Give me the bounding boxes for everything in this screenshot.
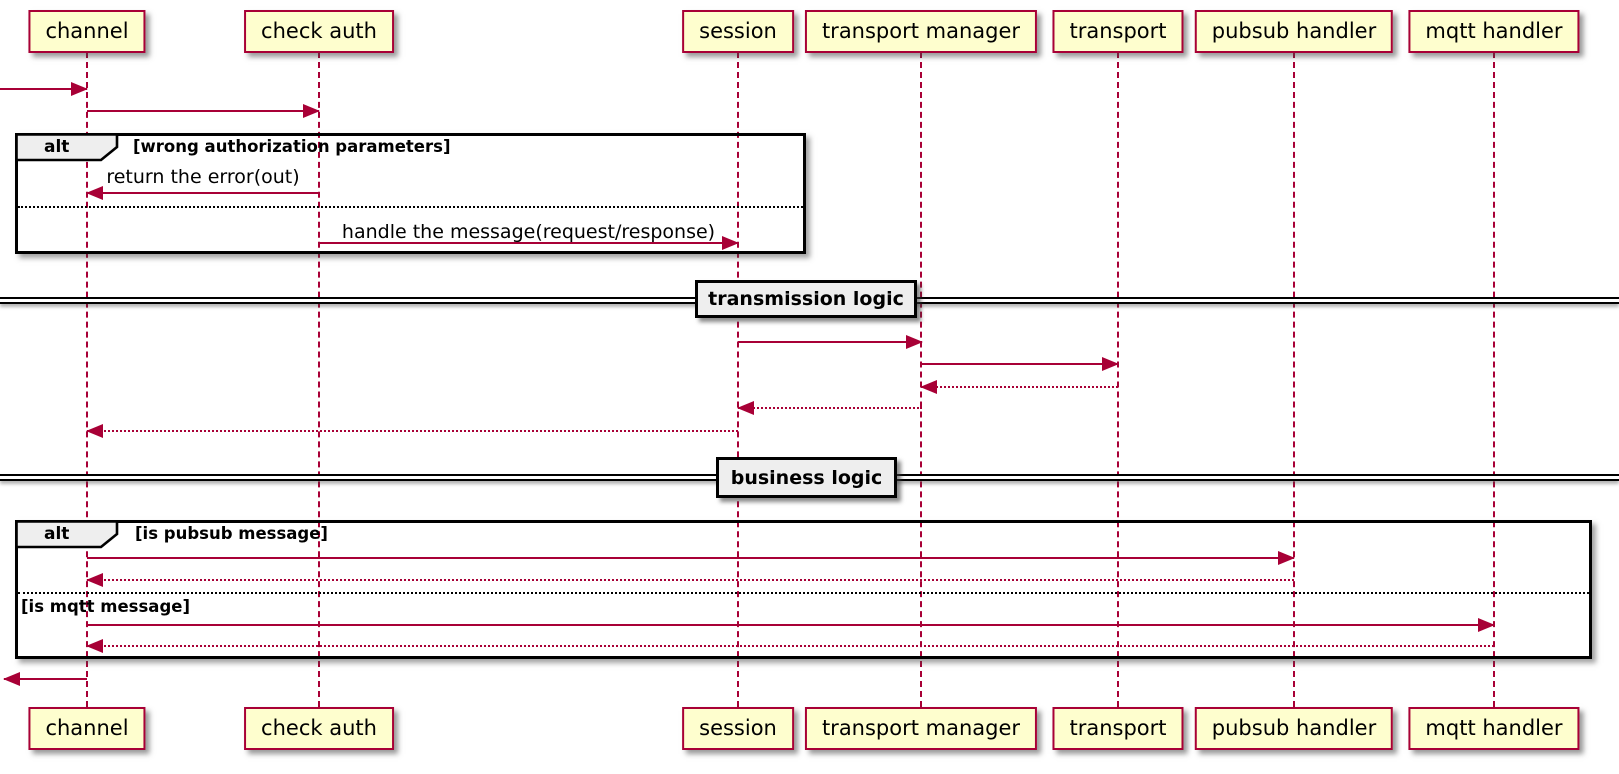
participant-bottom-transport-manager: transport manager <box>804 707 1038 751</box>
found-message-arrow-in <box>0 82 88 96</box>
participant-bottom-transport: transport <box>1052 707 1184 751</box>
participant-bottom-session: session <box>682 707 794 751</box>
alt-operator-tab-icon <box>15 520 119 549</box>
lifeline-mqtt-handler <box>1493 52 1495 707</box>
participant-top-transport-manager: transport manager <box>804 10 1038 54</box>
alt-operator-tab-icon <box>15 133 119 162</box>
participant-bottom-mqtt-handler: mqtt handler <box>1408 707 1580 751</box>
arrowhead-right-icon <box>303 104 320 118</box>
guard-is-mqtt-message: [is mqtt message] <box>21 597 190 616</box>
arrowhead-left-icon <box>920 380 937 394</box>
participant-top-pubsub-handler: pubsub handler <box>1194 10 1394 54</box>
arrowhead-right-icon <box>1478 618 1495 632</box>
participant-bottom-pubsub-handler: pubsub handler <box>1194 707 1394 751</box>
alt-fragment-dispatch: alt <box>15 520 1592 659</box>
arrowhead-left-icon <box>86 639 103 653</box>
divider-transmission-logic: transmission logic <box>695 280 917 318</box>
arrowhead-right-icon <box>1102 357 1119 371</box>
arrow-channel-to-pubsub-handler <box>87 551 1295 565</box>
lifeline-transport-manager <box>920 52 922 707</box>
arrow-handle-message <box>319 236 739 250</box>
lifeline-transport <box>1117 52 1119 707</box>
arrowhead-right-icon <box>1278 551 1295 565</box>
lifeline-channel <box>86 52 88 707</box>
arrow-channel-to-check-auth <box>87 104 320 118</box>
alt-else-separator-dispatch <box>18 592 1589 594</box>
arrowhead-left-icon <box>86 424 103 438</box>
participant-top-transport: transport <box>1052 10 1184 54</box>
arrow-session-return-to-channel <box>86 424 738 438</box>
arrow-transport-manager-return <box>737 401 922 415</box>
arrowhead-right-icon <box>722 236 739 250</box>
arrowhead-left-icon <box>737 401 754 415</box>
alt-fragment-auth: alt <box>15 133 806 254</box>
arrow-session-to-transport-manager <box>738 335 923 349</box>
arrow-transport-return <box>920 380 1118 394</box>
lifeline-pubsub-handler <box>1293 52 1295 707</box>
message-label-handle-message: handle the message(request/response) <box>341 221 716 243</box>
arrowhead-left-icon <box>3 672 20 686</box>
found-message-arrow-out <box>3 672 87 686</box>
alt-operator-label: alt <box>44 137 70 157</box>
participant-top-session: session <box>682 10 794 54</box>
arrowhead-right-icon <box>906 335 923 349</box>
participant-top-check-auth: check auth <box>244 10 394 54</box>
participant-bottom-check-auth: check auth <box>244 707 394 751</box>
lifeline-session <box>737 52 739 707</box>
arrow-channel-to-mqtt-handler <box>87 618 1495 632</box>
message-label-return-error: return the error(out) <box>106 166 300 188</box>
arrow-pubsub-handler-return <box>86 573 1294 587</box>
arrow-mqtt-handler-return <box>86 639 1494 653</box>
arrow-transport-manager-to-transport <box>921 357 1119 371</box>
arrowhead-left-icon <box>86 573 103 587</box>
alt-else-separator-auth <box>18 206 803 208</box>
guard-is-pubsub-message: [is pubsub message] <box>135 524 328 543</box>
arrow-return-error <box>86 186 319 200</box>
participant-bottom-channel: channel <box>28 707 146 751</box>
participant-top-channel: channel <box>28 10 146 54</box>
guard-wrong-authorization: [wrong authorization parameters] <box>133 137 451 156</box>
participant-top-mqtt-handler: mqtt handler <box>1408 10 1580 54</box>
arrowhead-left-icon <box>86 186 103 200</box>
lifeline-check-auth <box>318 52 320 707</box>
alt-operator-label: alt <box>44 524 70 544</box>
divider-business-logic: business logic <box>716 457 897 498</box>
arrowhead-right-icon <box>71 82 88 96</box>
